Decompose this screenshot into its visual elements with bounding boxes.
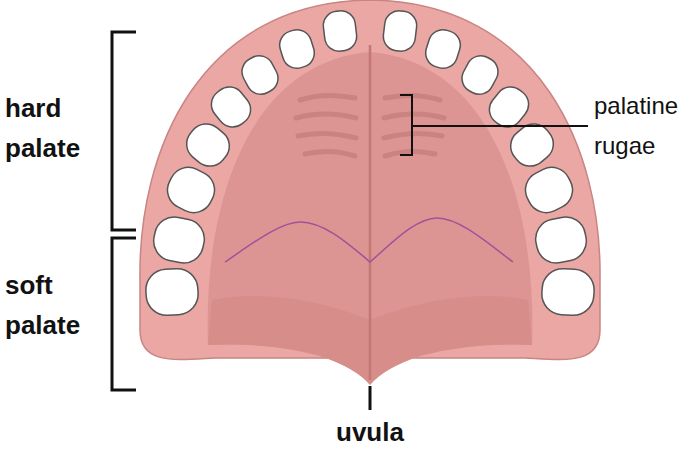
part-label: soft palate [5,265,80,345]
part-label: hard palate [5,88,80,168]
median-raphe [369,45,372,380]
part-label: uvula [336,412,404,451]
tooth [422,26,464,72]
hard-palate-bracket [112,32,136,230]
tooth [161,161,221,219]
rugae-bracket [400,95,588,155]
tooth [532,213,590,266]
tooth [541,267,596,316]
tooth [382,9,419,53]
tooth [457,51,503,100]
tooth [237,51,283,100]
tooth [519,161,579,219]
tooth [145,267,200,316]
tooth [150,213,208,266]
hard-soft-boundary [225,218,513,262]
tooth [322,9,359,53]
teeth [145,9,596,316]
part-label: palatine rugae [594,86,678,166]
soft-palate-bracket [112,238,136,390]
uvula-leader [369,386,372,410]
tooth [276,26,318,72]
